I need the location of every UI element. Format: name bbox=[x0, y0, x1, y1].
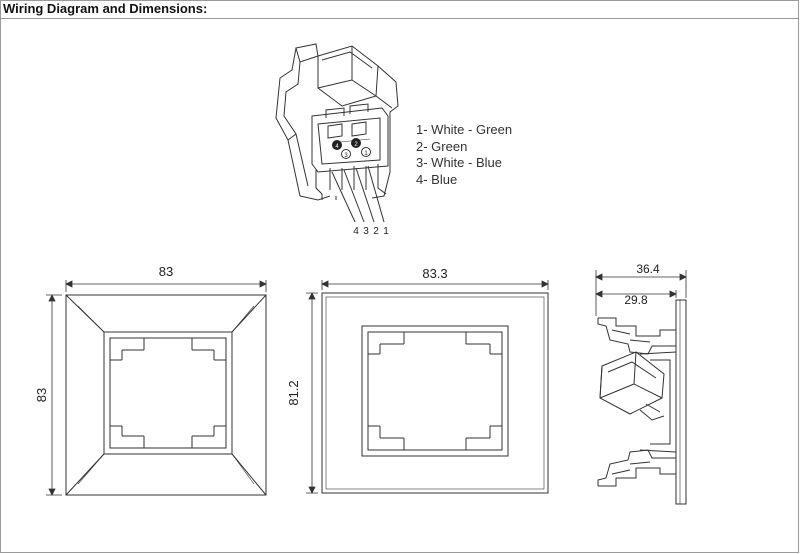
legend-item-1: 1- White - Green bbox=[416, 122, 512, 137]
pin-marker-3 bbox=[341, 149, 351, 159]
front-view bbox=[65, 294, 267, 496]
pin-number-2: 2 bbox=[373, 226, 379, 237]
front-height-label: 83 bbox=[34, 388, 49, 402]
header-bar: Wiring Diagram and Dimensions: bbox=[0, 0, 799, 19]
pin-number-1: 1 bbox=[383, 226, 389, 237]
pin-marker-1 bbox=[361, 147, 371, 157]
legend-item-2: 2- Green bbox=[416, 139, 467, 154]
pin-marker-4-label: 4 bbox=[335, 144, 339, 150]
side-view bbox=[597, 299, 687, 505]
pin-marker-2 bbox=[351, 138, 361, 148]
frame-width-label: 83.3 bbox=[422, 266, 447, 281]
frame-height-label: 81.2 bbox=[286, 380, 301, 405]
pin-marker-4 bbox=[332, 140, 342, 150]
side-depth-body-label: 29.8 bbox=[624, 293, 648, 307]
front-height-dimension bbox=[46, 294, 62, 496]
pin-number-3: 3 bbox=[363, 226, 369, 237]
side-depth-total-dimension bbox=[595, 270, 687, 316]
side-depth-total-label: 36.4 bbox=[636, 262, 660, 276]
front-width-label: 83 bbox=[159, 264, 173, 279]
keystone-jack-drawing bbox=[275, 43, 399, 201]
wire-leads bbox=[331, 165, 385, 223]
page-title: Wiring Diagram and Dimensions: bbox=[3, 1, 208, 16]
side-depth-body-dimension bbox=[595, 290, 677, 298]
pin-marker-1-label: 1 bbox=[364, 151, 368, 157]
legend-item-3: 3- White - Blue bbox=[416, 155, 502, 170]
pin-marker-3-label: 3 bbox=[344, 153, 348, 159]
frame-width-dimension bbox=[321, 280, 549, 290]
frame-height-dimension bbox=[306, 292, 318, 494]
frame-view bbox=[321, 292, 549, 494]
pin-number-4: 4 bbox=[353, 226, 359, 237]
front-width-dimension bbox=[65, 280, 267, 292]
pin-marker-group: 4 2 3 1 bbox=[332, 138, 371, 159]
legend-item-4: 4- Blue bbox=[416, 172, 457, 187]
pin-marker-2-label: 2 bbox=[354, 142, 358, 148]
